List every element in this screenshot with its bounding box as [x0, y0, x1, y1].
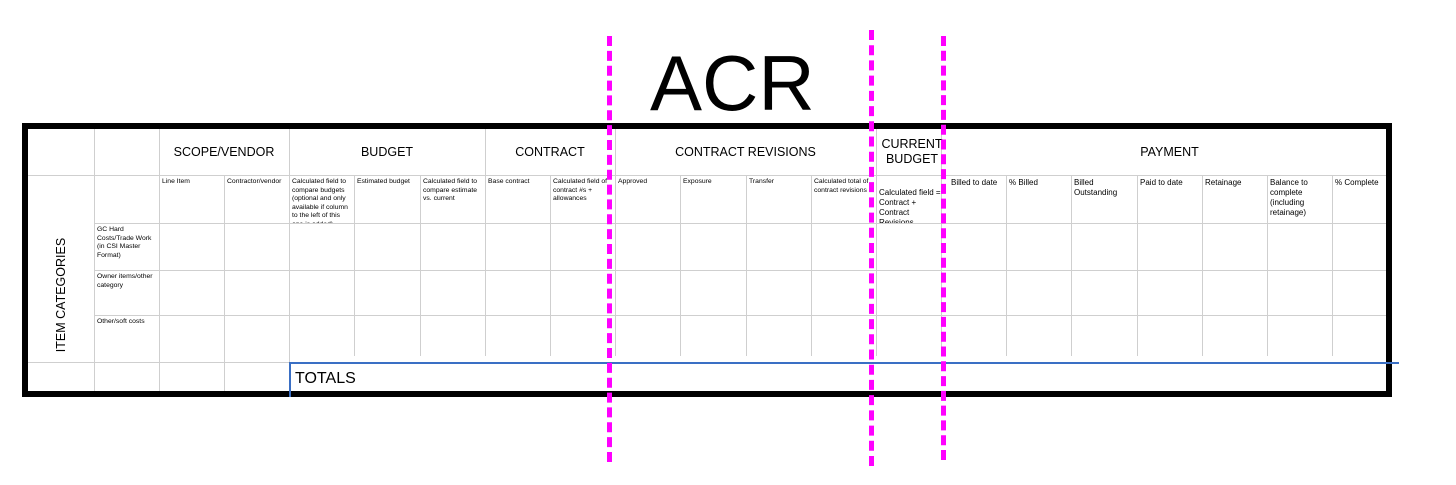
subheader-billed-outstanding: Billed Outstanding [1074, 178, 1118, 197]
page-title: ACR [650, 39, 815, 127]
grid-line [159, 129, 160, 391]
grid-line [94, 129, 95, 391]
grid-line [680, 175, 681, 356]
totals-label: TOTALS [295, 370, 356, 387]
grid-line [94, 223, 1386, 224]
subheader-pct-billed: % Billed [1009, 178, 1038, 187]
marker-line [941, 36, 946, 460]
grid-line [1137, 175, 1138, 356]
grid-line [28, 362, 289, 363]
marker-line [869, 30, 874, 466]
grid-line [94, 315, 1386, 316]
subheader-contractor-vendor: Contractor/vendor [227, 178, 282, 185]
grid-line [550, 175, 551, 356]
grid-line [94, 270, 1386, 271]
cost-table: SCOPE/VENDOR BUDGET CONTRACT CONTRACT RE… [22, 123, 1399, 397]
marker-line [607, 36, 612, 462]
subheader-approved: Approved [618, 178, 648, 185]
subheader-paid-to-date: Paid to date [1140, 178, 1183, 187]
grid-line [1332, 175, 1333, 356]
subheader-compare-estimate: Calculated field to compare estimate vs.… [423, 178, 478, 202]
header-scope-vendor: SCOPE/VENDOR [173, 144, 275, 159]
subheader-base-contract: Base contract [488, 178, 530, 185]
header-current-budget: CURRENT BUDGET [881, 137, 943, 166]
grid-line [811, 175, 812, 356]
row-label: Other/soft costs [97, 318, 145, 325]
item-categories-text: ITEM CATEGORIES [54, 237, 68, 353]
subheader-line-item: Line Item [162, 178, 190, 185]
grid-line [1267, 175, 1268, 356]
totals-row: TOTALS [289, 362, 1399, 397]
subheader-contract-calc: Calculated field of contract #s + allowa… [553, 178, 608, 202]
subheader-exposure: Exposure [683, 178, 712, 185]
grid-line [289, 129, 290, 391]
header-contract: CONTRACT [515, 144, 585, 159]
header-budget: BUDGET [360, 144, 414, 159]
subheader-current-budget-calc: Calculated field = Contract + Contract R… [879, 188, 941, 223]
row-label: Owner items/other category [97, 273, 153, 289]
subheader-balance-to-complete: Balance to complete (including retainage… [1270, 178, 1308, 217]
subheader-pct-complete: % Complete [1335, 178, 1379, 187]
grid-line [876, 129, 877, 356]
grid-line [224, 175, 225, 391]
grid-line [485, 129, 486, 356]
subheader-billed-to-date: Billed to date [951, 178, 998, 187]
grid-line [420, 175, 421, 356]
subheader-budget-compare: Calculated field to compare budgets (opt… [292, 178, 348, 223]
grid-line [1071, 175, 1072, 356]
grid-line [1202, 175, 1203, 356]
grid-line [615, 129, 616, 356]
subheader-retainage: Retainage [1205, 178, 1242, 187]
grid-line [1006, 175, 1007, 356]
subheader-transfer: Transfer [749, 178, 775, 185]
grid-line [746, 175, 747, 356]
header-contract-revisions: CONTRACT REVISIONS [675, 144, 816, 159]
subheader-estimated-budget: Estimated budget [357, 178, 410, 185]
grid-line [354, 175, 355, 356]
row-label: GC Hard Costs/Trade Work (in CSI Master … [97, 226, 152, 259]
header-payment: PAYMENT [1140, 144, 1199, 159]
subheader-revisions-total: Calculated total of contract revisions [814, 178, 869, 194]
item-categories-label: ITEM CATEGORIES [28, 223, 94, 367]
grid-line [28, 175, 1386, 176]
